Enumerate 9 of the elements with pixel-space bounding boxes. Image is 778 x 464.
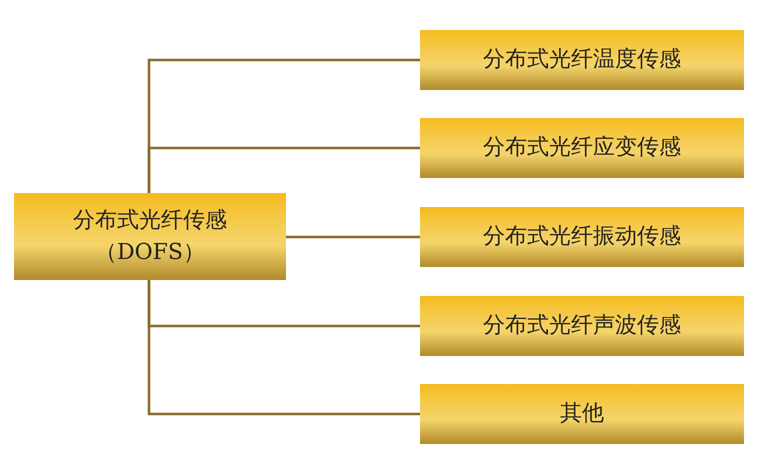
category-box: 分布式光纤温度传感 <box>420 30 744 90</box>
category-box: 分布式光纤声波传感 <box>420 296 744 356</box>
connector-line <box>148 146 420 193</box>
category-box: 分布式光纤振动传感 <box>420 207 744 267</box>
category-box: 其他 <box>420 384 744 444</box>
category-box: 分布式光纤应变传感 <box>420 118 744 178</box>
connector-line <box>148 280 420 416</box>
source-box: 分布式光纤传感（DOFS） <box>14 193 286 280</box>
connector-line <box>286 236 420 238</box>
